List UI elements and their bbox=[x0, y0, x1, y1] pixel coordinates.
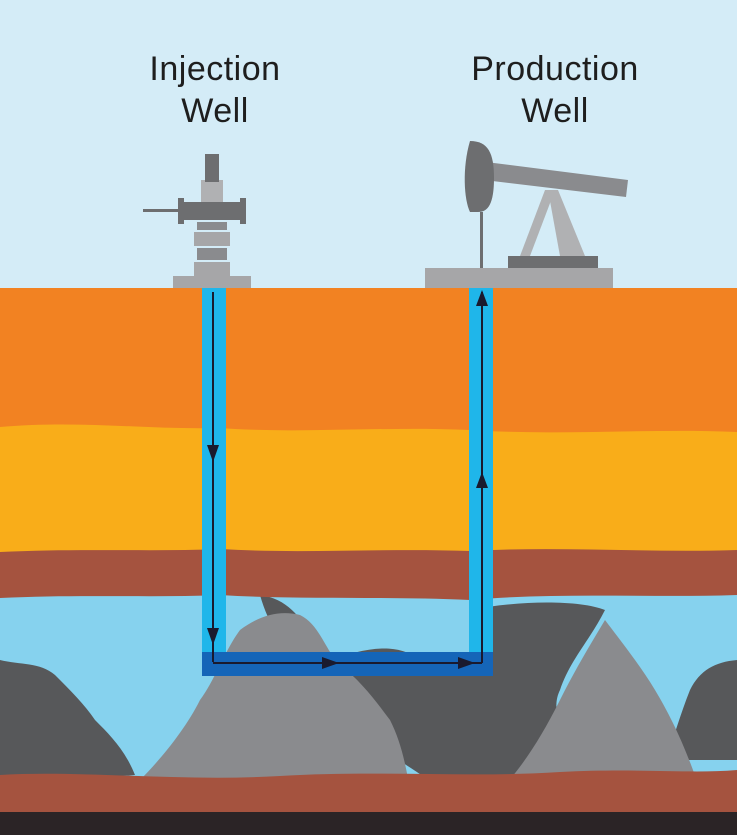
injection-well-label: Injection Well bbox=[120, 48, 310, 132]
dark-rock-center bbox=[260, 595, 605, 790]
clay-layer-middle bbox=[0, 546, 737, 600]
production-label-line1: Production bbox=[471, 50, 639, 88]
arrow-right-2 bbox=[458, 657, 475, 669]
arrow-right-1 bbox=[322, 657, 339, 669]
dark-rock-left bbox=[0, 660, 135, 785]
arrow-down-1 bbox=[207, 445, 219, 462]
dark-rock-right bbox=[665, 660, 737, 760]
injection-wellhead bbox=[143, 154, 251, 288]
production-label-line2: Well bbox=[521, 92, 589, 130]
flow-arrows bbox=[207, 290, 488, 669]
injection-label-line2: Well bbox=[181, 92, 249, 130]
injection-label-line1: Injection bbox=[149, 50, 281, 88]
sky-background bbox=[0, 0, 737, 290]
sand-layer bbox=[0, 422, 737, 552]
bedrock-layer bbox=[0, 812, 737, 835]
clay-layer-bottom bbox=[0, 770, 737, 815]
arrow-up-1 bbox=[476, 472, 488, 488]
light-rock-right bbox=[500, 620, 700, 790]
topsoil-layer bbox=[0, 288, 737, 433]
arrow-up-2 bbox=[476, 290, 488, 306]
production-pumpjack bbox=[425, 141, 628, 288]
arrow-down-2 bbox=[207, 628, 219, 645]
light-rock-center bbox=[140, 613, 410, 790]
production-well-label: Production Well bbox=[450, 48, 660, 132]
